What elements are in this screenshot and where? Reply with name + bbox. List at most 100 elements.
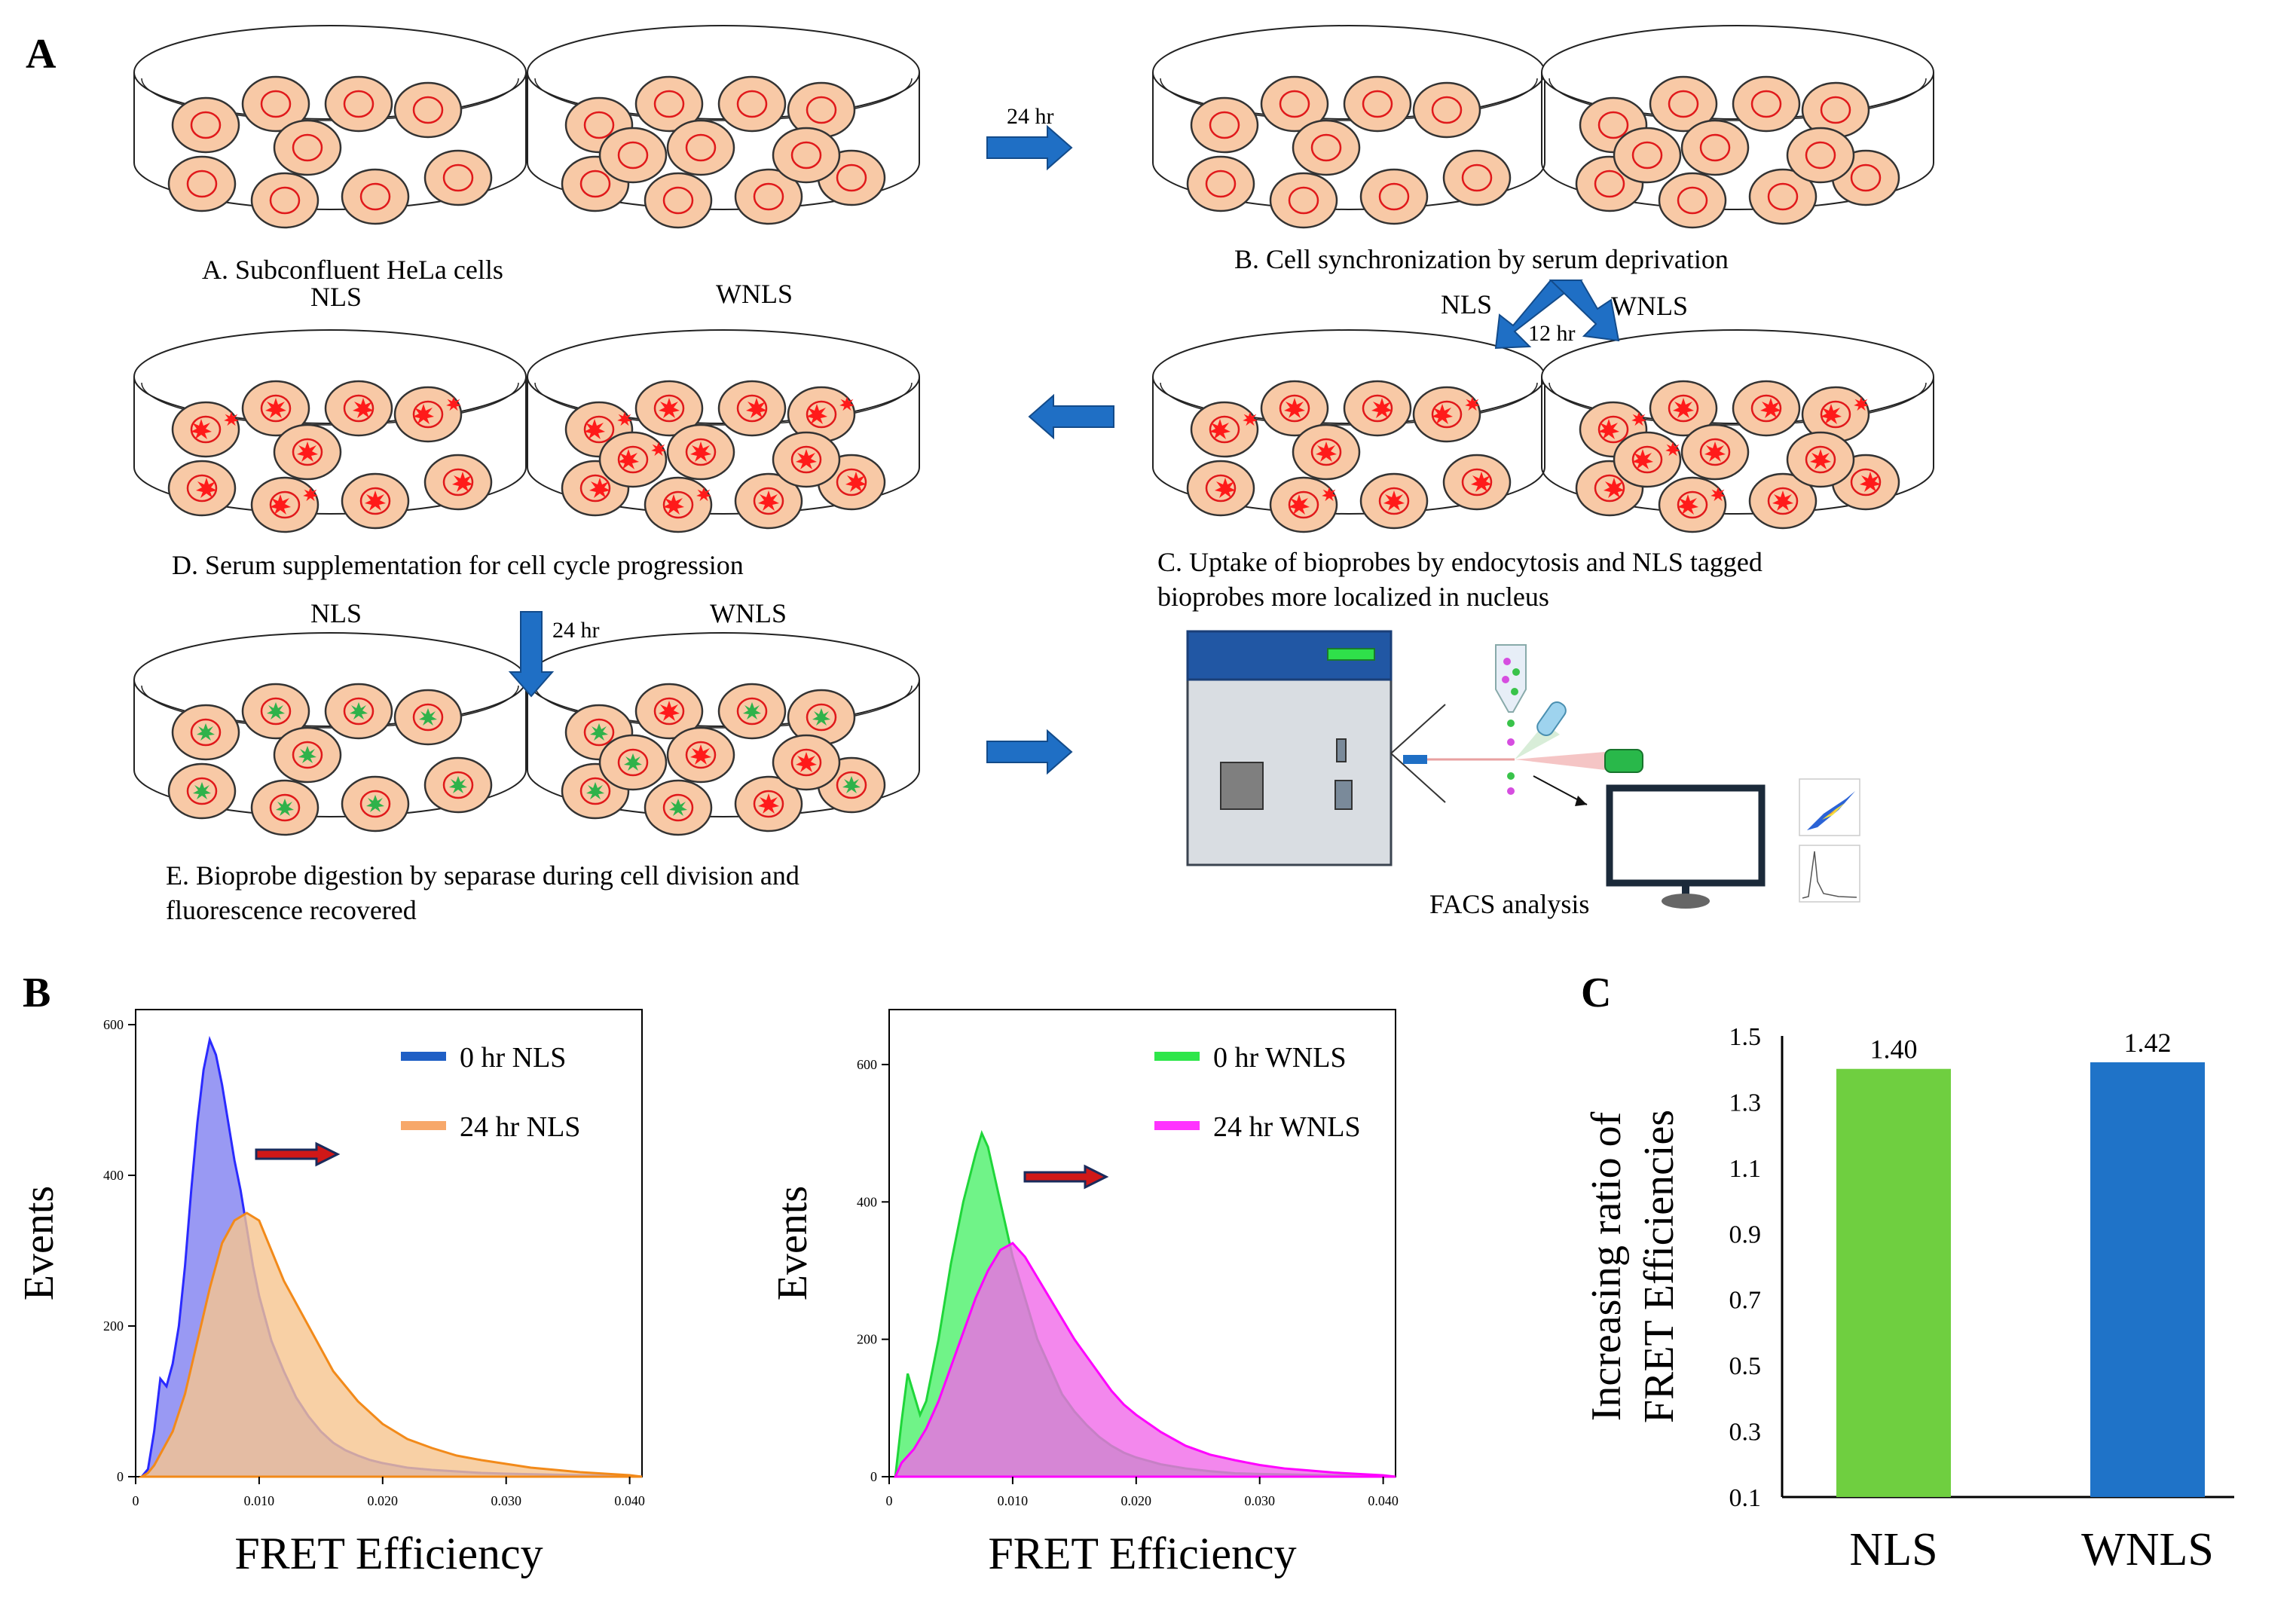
dish-label-e-wnls: WNLS bbox=[710, 598, 787, 628]
y-tick-label: 400 bbox=[103, 1168, 124, 1183]
x-axis-label: FRET Efficiency bbox=[234, 1529, 543, 1578]
y-tick-label: 0.1 bbox=[1729, 1484, 1762, 1512]
hela-cell bbox=[250, 172, 319, 229]
y-axis-label: Events bbox=[16, 1186, 63, 1300]
legend-label: 0 hr WNLS bbox=[1213, 1042, 1347, 1074]
y-tick-label: 600 bbox=[857, 1057, 877, 1072]
legend-label: 0 hr NLS bbox=[460, 1042, 566, 1074]
y-tick-label: 200 bbox=[103, 1318, 124, 1334]
x-tick-label: 0 bbox=[133, 1493, 139, 1508]
arrow-a-to-b bbox=[986, 126, 1072, 170]
y-tick-label: 1.5 bbox=[1729, 1023, 1762, 1051]
caption-c-line2: bioprobes more localized in nucleus bbox=[1157, 582, 1549, 612]
hela-cell bbox=[341, 168, 410, 225]
hela-cell bbox=[1190, 96, 1259, 154]
facs-machine bbox=[1186, 630, 1446, 866]
x-tick-label: 0.030 bbox=[491, 1493, 521, 1508]
hela-cell bbox=[1292, 119, 1361, 176]
monitor-icon bbox=[1606, 784, 1766, 909]
histogram-series bbox=[137, 1211, 643, 1478]
time-label-24hr: 24 hr bbox=[1007, 104, 1054, 129]
hela-cell bbox=[1658, 172, 1727, 229]
arrow-e-to-facs bbox=[986, 730, 1072, 774]
y-tick-label: 0.9 bbox=[1729, 1221, 1762, 1248]
legend-label: 24 hr WNLS bbox=[1213, 1111, 1361, 1143]
hela-cell bbox=[1269, 172, 1338, 229]
caption-c-line1: C. Uptake of bioprobes by endocytosis an… bbox=[1157, 547, 1763, 577]
hela-cell bbox=[1732, 75, 1801, 133]
dish-label-c-nls: NLS bbox=[1441, 289, 1493, 319]
y-tick-label: 1.3 bbox=[1729, 1089, 1762, 1117]
shift-arrow bbox=[1023, 1164, 1109, 1190]
split-arrow-b-to-c bbox=[1494, 280, 1620, 350]
arrow-c-to-d bbox=[1029, 395, 1114, 438]
caption-b: B. Cell synchronization by serum depriva… bbox=[1234, 244, 1729, 274]
dish-label-d-wnls: WNLS bbox=[716, 279, 793, 309]
caption-a: A. Subconfluent HeLa cells bbox=[202, 255, 503, 285]
y-tick-label: 0 bbox=[870, 1469, 877, 1484]
y-tick-label: 0.5 bbox=[1729, 1352, 1762, 1380]
legend-label: 24 hr NLS bbox=[460, 1111, 580, 1143]
hela-cell bbox=[666, 119, 735, 176]
y-tick-label: 600 bbox=[103, 1017, 124, 1032]
y-axis-label-line1: Increasing ratio of bbox=[1583, 1111, 1630, 1421]
hela-cell bbox=[1680, 119, 1750, 176]
hela-cell bbox=[1343, 75, 1412, 133]
x-tick-label: 0.010 bbox=[998, 1493, 1029, 1508]
x-tick-label: 0.010 bbox=[244, 1493, 275, 1508]
hela-cell bbox=[598, 127, 668, 184]
bar bbox=[2090, 1062, 2205, 1497]
flow-cytometry-optics bbox=[1403, 644, 1643, 806]
hela-cell bbox=[1359, 168, 1429, 225]
dish-label-c-wnls: WNLS bbox=[1611, 291, 1688, 321]
hela-cell bbox=[1786, 127, 1855, 184]
hela-cell bbox=[273, 119, 342, 176]
histogram-series bbox=[893, 1242, 1396, 1478]
panel-label-a: A bbox=[26, 31, 57, 78]
bar-value-label: 1.40 bbox=[1870, 1034, 1918, 1065]
hela-cell bbox=[171, 96, 240, 154]
y-tick-label: 200 bbox=[857, 1332, 877, 1347]
caption-d: D. Serum supplementation for cell cycle … bbox=[172, 550, 744, 580]
hela-cell bbox=[772, 127, 841, 184]
time-label-24hr-d: 24 hr bbox=[552, 618, 600, 643]
y-axis-label: Events bbox=[769, 1186, 816, 1300]
hela-cell bbox=[1613, 127, 1682, 184]
y-tick-label: 0.3 bbox=[1729, 1419, 1762, 1447]
caption-e-line2: fluorescence recovered bbox=[166, 895, 417, 925]
x-tick-label: 0.030 bbox=[1244, 1493, 1275, 1508]
category-label: NLS bbox=[1849, 1524, 1937, 1575]
panel-label-c: C bbox=[1581, 970, 1612, 1016]
dish-label-e-nls: NLS bbox=[310, 598, 362, 628]
hela-cell bbox=[324, 75, 393, 133]
bar bbox=[1836, 1068, 1951, 1497]
hela-cell bbox=[423, 149, 493, 206]
hela-cell bbox=[1186, 155, 1255, 212]
y-axis-label-line2: FRET Efficiencies bbox=[1636, 1110, 1683, 1423]
hela-cell bbox=[1412, 81, 1481, 139]
category-label: WNLS bbox=[2081, 1524, 2214, 1575]
facs-label: FACS analysis bbox=[1429, 889, 1590, 919]
y-tick-label: 0 bbox=[117, 1469, 124, 1484]
x-tick-label: 0.020 bbox=[1121, 1493, 1152, 1508]
bar-value-label: 1.42 bbox=[2124, 1028, 2172, 1058]
x-axis-label: FRET Efficiency bbox=[988, 1529, 1296, 1578]
facs-plot-thumbnails bbox=[1799, 778, 1860, 903]
caption-e-line1: E. Bioprobe digestion by separase during… bbox=[166, 860, 799, 891]
hela-cell bbox=[393, 81, 463, 139]
panel-label-b: B bbox=[23, 970, 51, 1016]
hela-cell bbox=[1442, 149, 1512, 206]
time-label-12hr: 12 hr bbox=[1528, 321, 1576, 346]
y-tick-label: 400 bbox=[857, 1194, 877, 1209]
hela-cell bbox=[644, 172, 713, 229]
dish-label-d-nls: NLS bbox=[310, 282, 362, 312]
x-tick-label: 0 bbox=[886, 1493, 893, 1508]
x-tick-label: 0.020 bbox=[368, 1493, 399, 1508]
hela-cell bbox=[717, 75, 787, 133]
hela-cell bbox=[167, 155, 237, 212]
shift-arrow bbox=[255, 1141, 341, 1167]
y-tick-label: 1.1 bbox=[1729, 1155, 1762, 1183]
